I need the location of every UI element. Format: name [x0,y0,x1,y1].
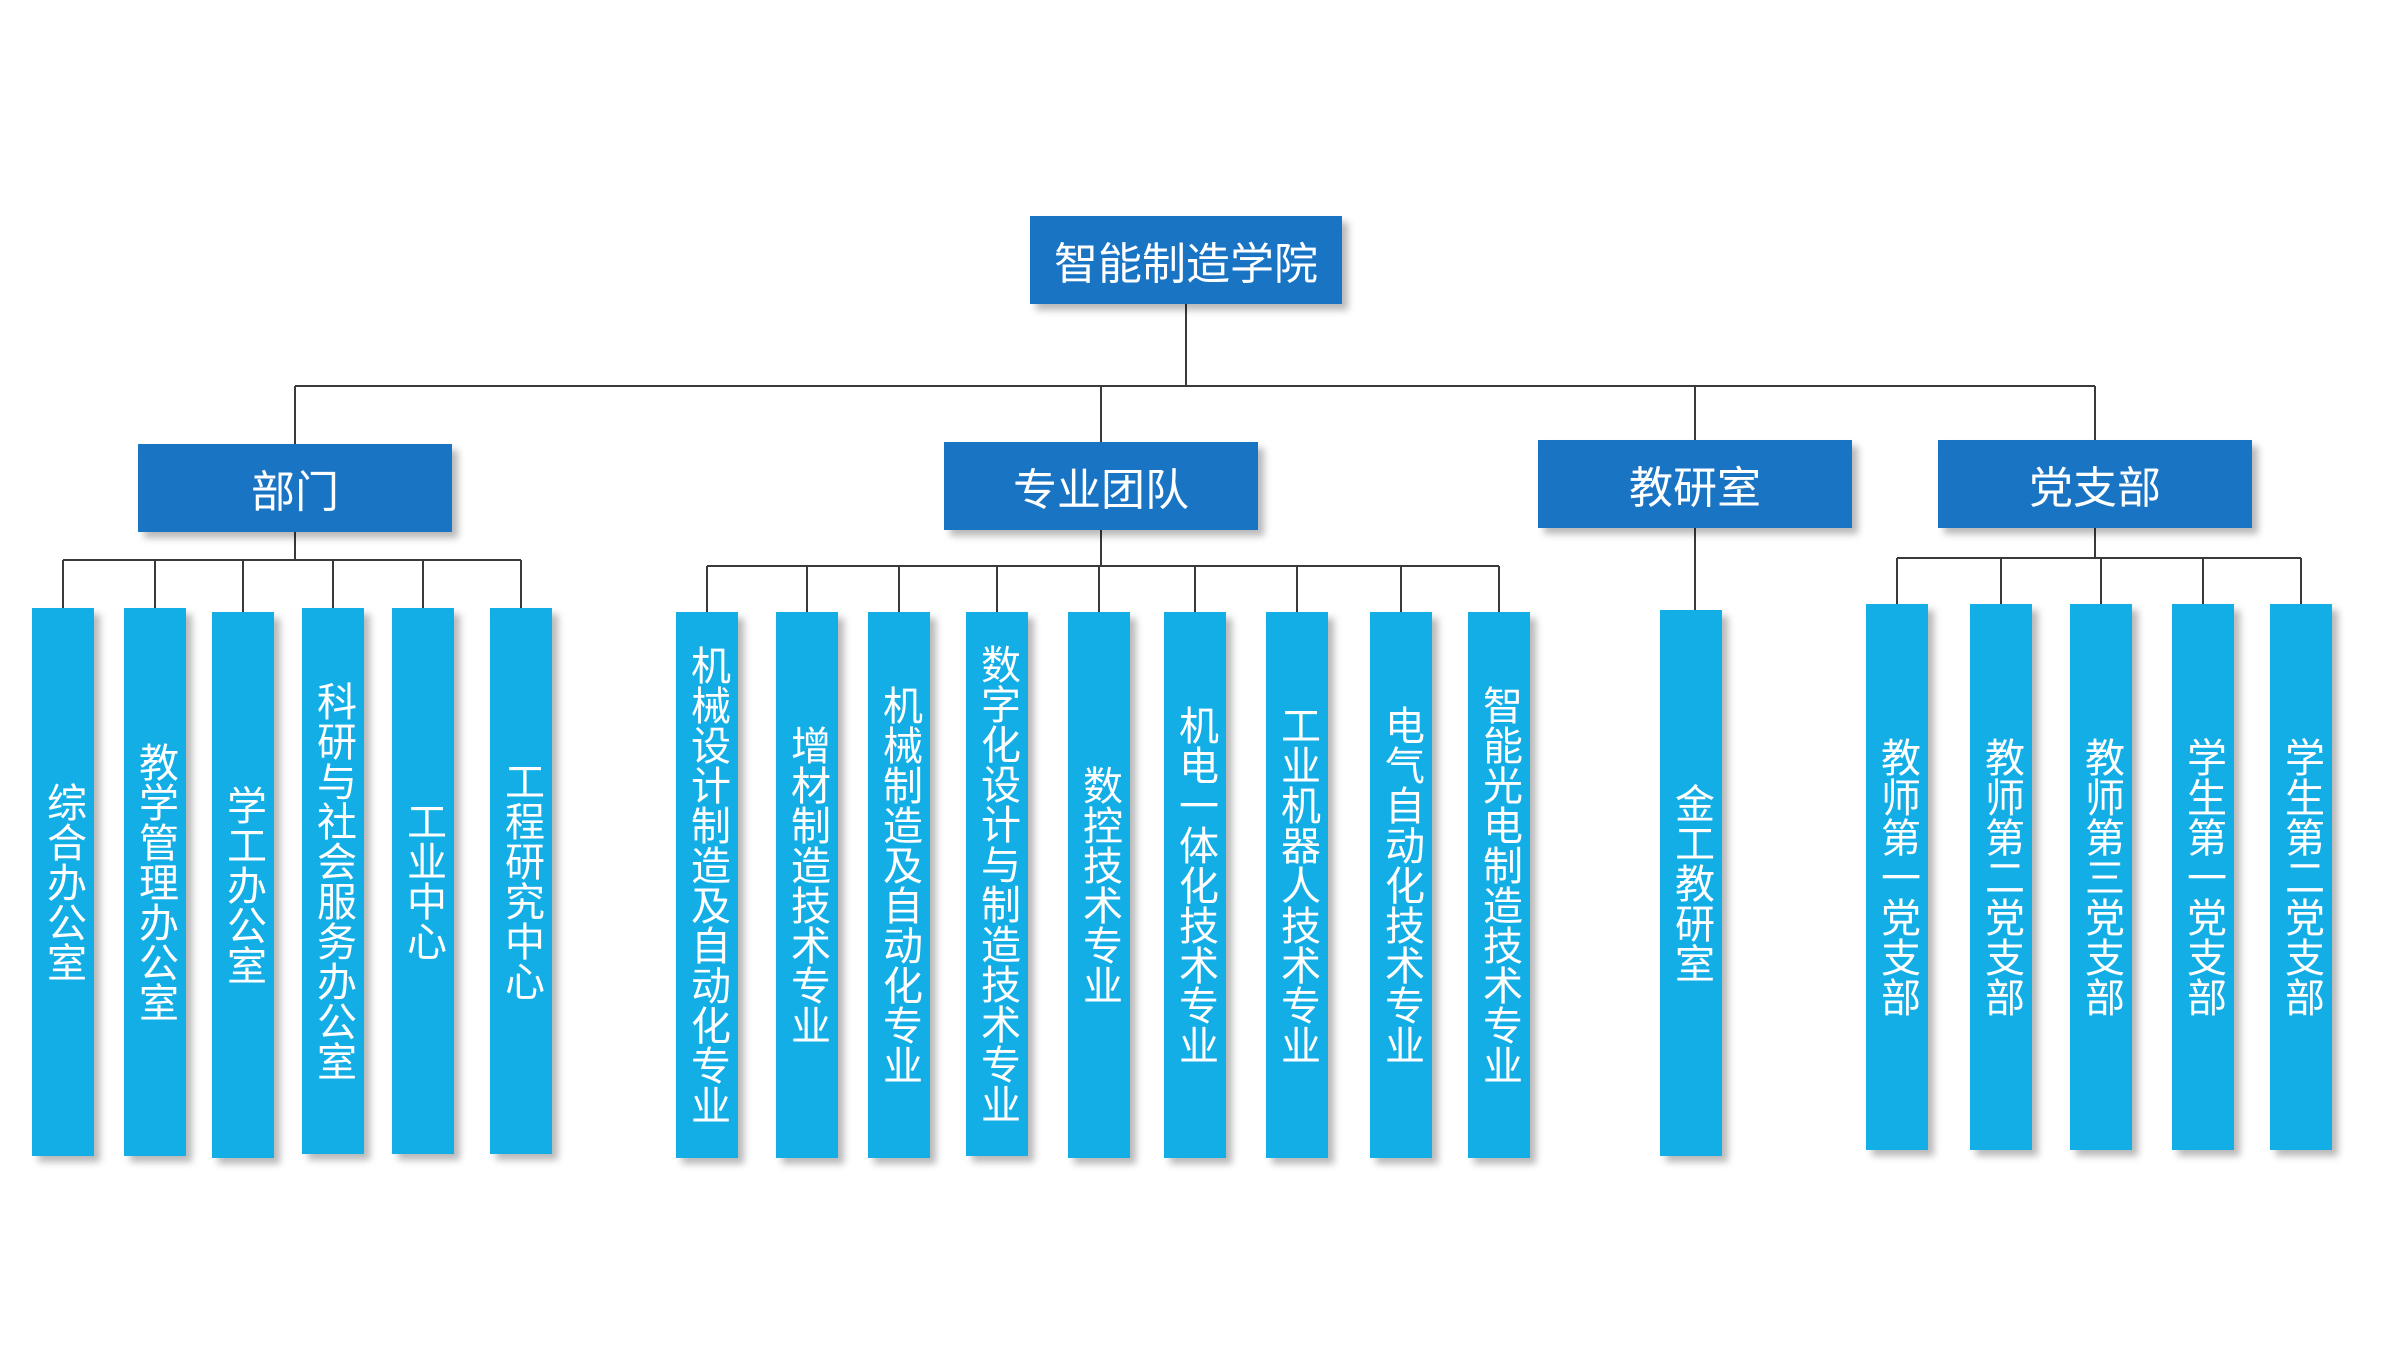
leaf-node: 教师第一党支部 [1866,604,1928,1150]
leaf-node: 机电一体化技术专业 [1164,612,1226,1158]
leaf-node: 工业机器人技术专业 [1266,612,1328,1158]
leaf-node: 综合办公室 [32,608,94,1156]
leaf-node: 机械制造及自动化专业 [868,612,930,1158]
leaf-node: 电气自动化技术专业 [1370,612,1432,1158]
leaf-node: 工程研究中心 [490,608,552,1154]
leaf-node: 机械设计制造及自动化专业 [676,612,738,1158]
leaf-node: 数字化设计与制造技术专业 [966,612,1028,1156]
leaf-node: 工业中心 [392,608,454,1154]
leaf-node: 学生第二党支部 [2270,604,2332,1150]
leaf-node: 智能光电制造技术专业 [1468,612,1530,1158]
category-teaching-office: 教研室 [1538,440,1852,528]
root-node: 智能制造学院 [1030,216,1342,304]
category-departments: 部门 [138,444,452,532]
leaf-node: 增材制造技术专业 [776,612,838,1158]
category-majors: 专业团队 [944,442,1258,530]
leaf-node: 教学管理办公室 [124,608,186,1156]
category-label: 党支部 [2029,463,2161,514]
leaf-node: 教师第二党支部 [1970,604,2032,1150]
leaf-node: 金工教研室 [1660,610,1722,1156]
category-party-branches: 党支部 [1938,440,2252,528]
category-label: 教研室 [1629,463,1761,514]
root-label: 智能制造学院 [1054,239,1318,290]
category-label: 部门 [251,467,339,518]
leaf-node: 教师第三党支部 [2070,604,2132,1150]
leaf-node: 科研与社会服务办公室 [302,608,364,1154]
leaf-node: 学生第一党支部 [2172,604,2234,1150]
category-label: 专业团队 [1013,465,1189,516]
leaf-node: 数控技术专业 [1068,612,1130,1158]
leaf-node: 学工办公室 [212,612,274,1158]
